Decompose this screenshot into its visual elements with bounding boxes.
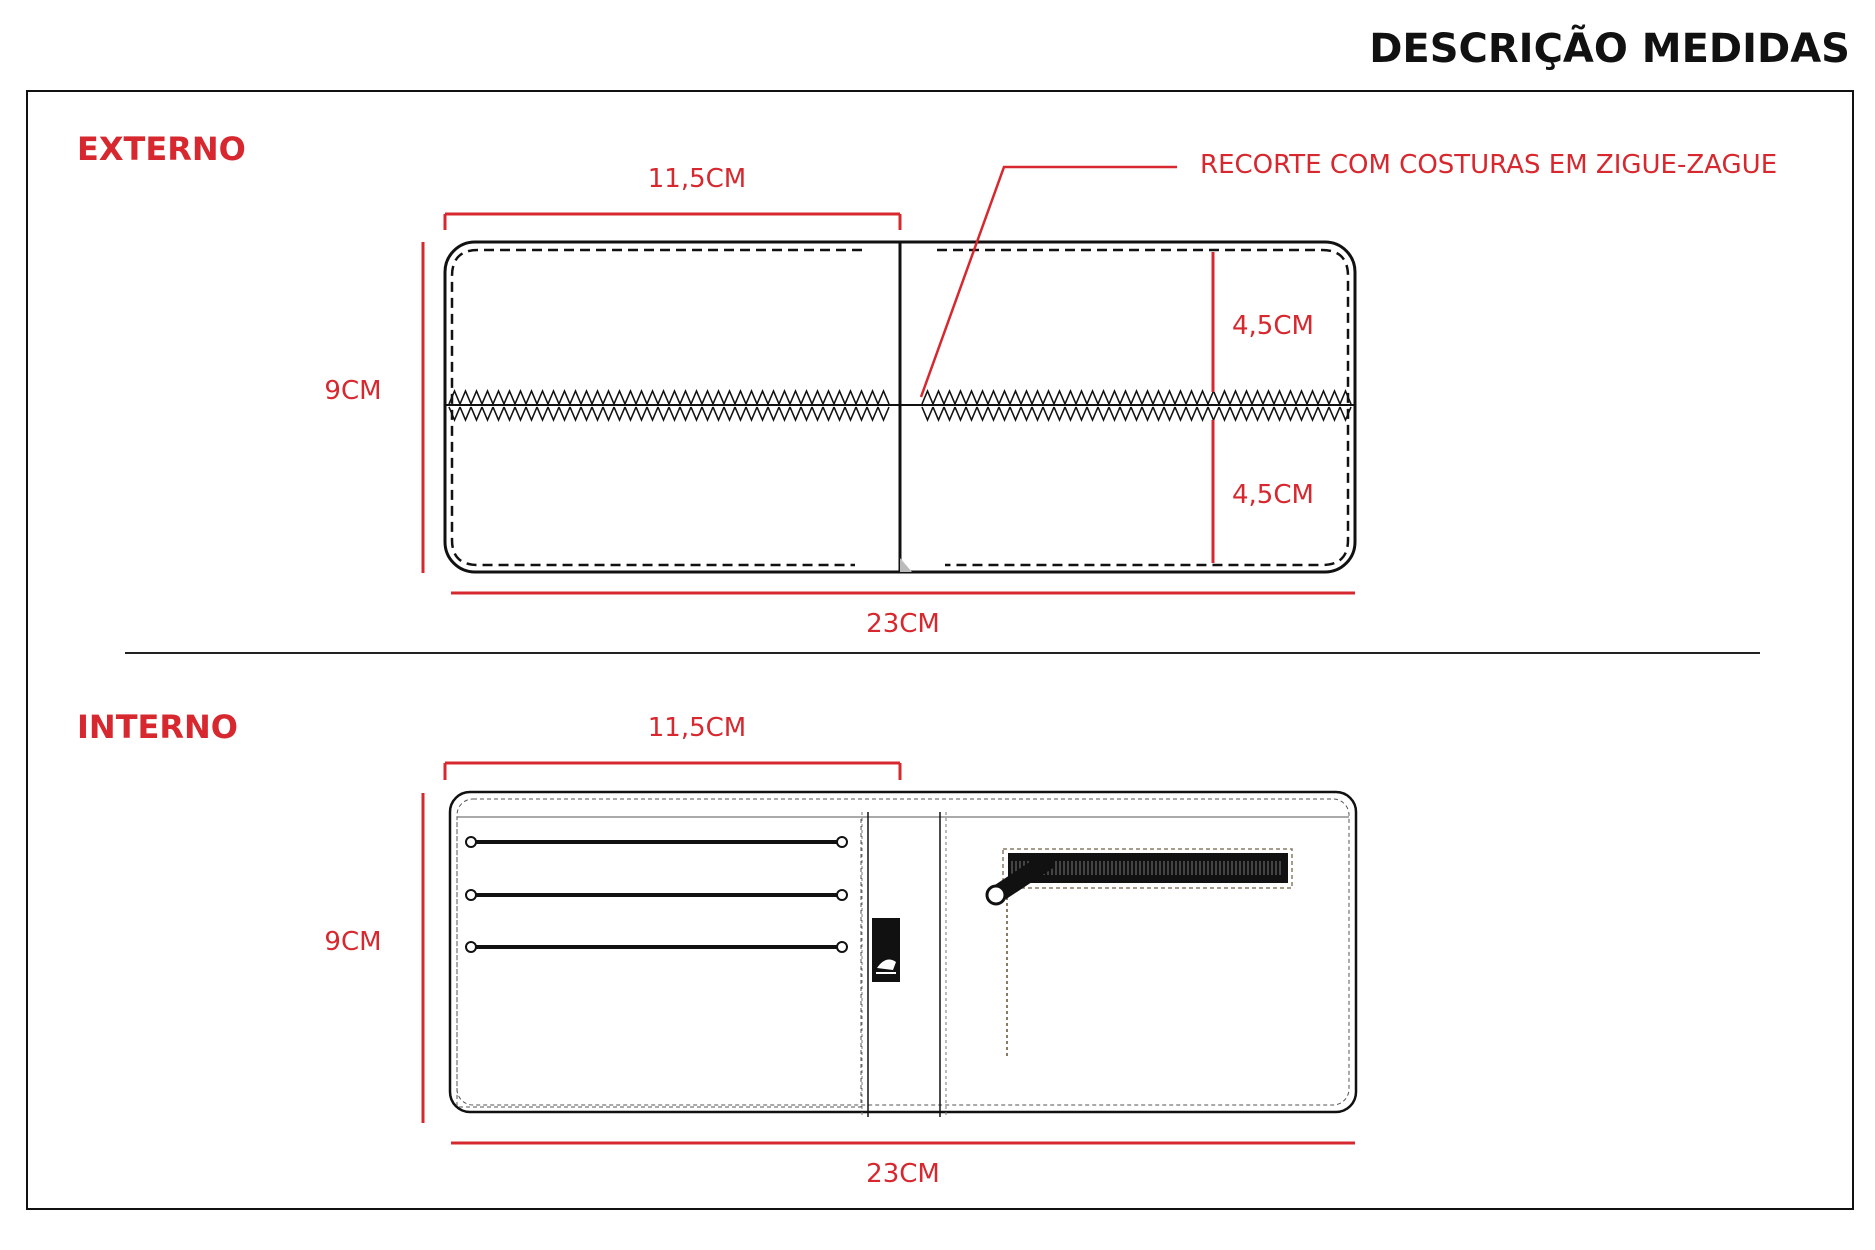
zigzag-stitch-icon (448, 406, 1352, 423)
card-slot-icon (465, 889, 848, 901)
interno-half-width-label: 11,5CM (648, 713, 746, 743)
externo-label: EXTERNO (77, 130, 246, 168)
callout-leader-line (919, 165, 1177, 398)
externo-section: EXTERNO 11,5CM 9CM 4,5CM (77, 130, 1777, 639)
diagram-frame (26, 90, 1854, 1210)
page-title: DESCRIÇÃO MEDIDAS (1369, 23, 1850, 72)
interno-left-panel (456, 816, 862, 1108)
externo-height-label: 9CM (324, 376, 381, 406)
interno-half-width-dimension-line (443, 761, 902, 780)
externo-width-label: 23CM (866, 609, 940, 639)
interno-label: INTERNO (77, 708, 238, 746)
interno-width-label: 23CM (866, 1159, 940, 1189)
externo-left-stitch (450, 248, 862, 567)
interno-height-label: 9CM (324, 927, 381, 957)
externo-wallet-outline (443, 240, 1357, 574)
externo-upper-half-label: 4,5CM (1232, 311, 1314, 341)
externo-lower-half-label: 4,5CM (1232, 480, 1314, 510)
interno-section: INTERNO 11,5CM 9CM (77, 708, 1358, 1189)
callout-label: RECORTE COM COSTURAS EM ZIGUE-ZAGUE (1200, 150, 1777, 180)
externo-half-width-dimension-line (443, 212, 902, 230)
zipper-pull-icon (985, 853, 1055, 906)
externo-fold-shadow (900, 558, 912, 572)
externo-right-stitch (937, 248, 1350, 567)
zigzag-stitch-icon (448, 388, 1352, 405)
card-slot-icon (465, 836, 848, 848)
zipper-icon (1002, 848, 1293, 889)
card-slot-icon (465, 941, 848, 953)
externo-half-width-label: 11,5CM (648, 164, 746, 194)
brand-logo-tag-icon (872, 918, 900, 982)
interno-wallet-outline (448, 790, 1358, 1117)
